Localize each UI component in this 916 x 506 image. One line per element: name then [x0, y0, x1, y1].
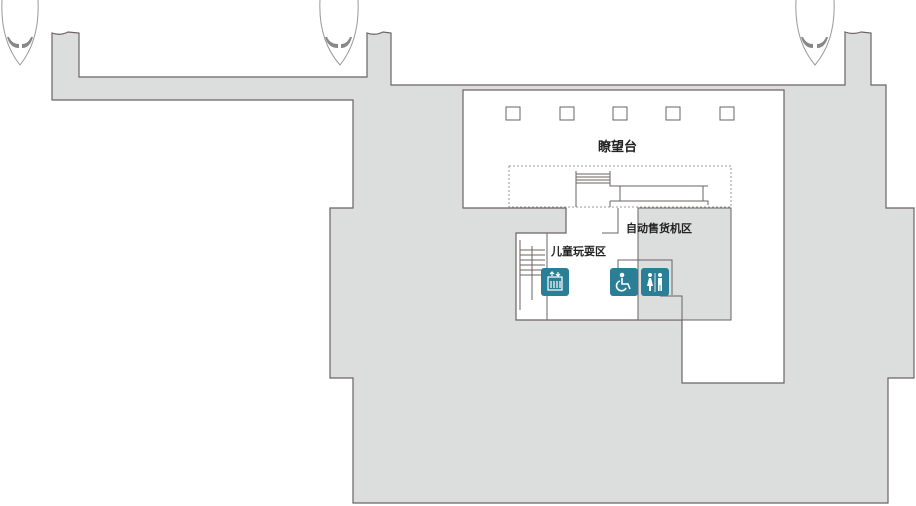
kids-play-area-label: 儿童玩耍区: [551, 245, 606, 258]
upper-level-outline: [508, 165, 732, 208]
vending-area: [637, 207, 732, 321]
restroom-icon[interactable]: [641, 268, 669, 296]
windows: [505, 106, 735, 121]
aircraft-icon: [1, 0, 835, 66]
vending-area-label: 自动售货机区: [626, 222, 692, 235]
elevator-icon[interactable]: [541, 268, 569, 296]
accessible-restroom-icon[interactable]: [610, 268, 638, 296]
observation-deck-label: 瞭望台: [598, 140, 638, 155]
